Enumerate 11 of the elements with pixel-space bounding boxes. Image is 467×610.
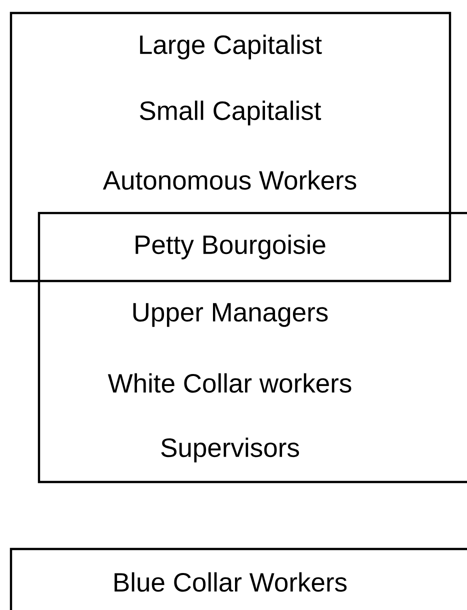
- group-box: [10, 12, 452, 282]
- class-label: Petty Bourgoisie: [136, 234, 326, 260]
- group-box: [10, 548, 467, 610]
- class-label: Autonomous Workers: [102, 170, 356, 190]
- class-label: Upper Managers: [133, 303, 328, 327]
- group-box: [38, 212, 467, 484]
- class-label: Blue Collar Workers: [114, 572, 347, 592]
- class-label: Small Capitalist: [140, 100, 322, 126]
- class-label: Large Capitalist: [140, 34, 322, 60]
- class-label: Supervisors: [161, 438, 299, 462]
- class-label: White Collar workers: [108, 373, 352, 393]
